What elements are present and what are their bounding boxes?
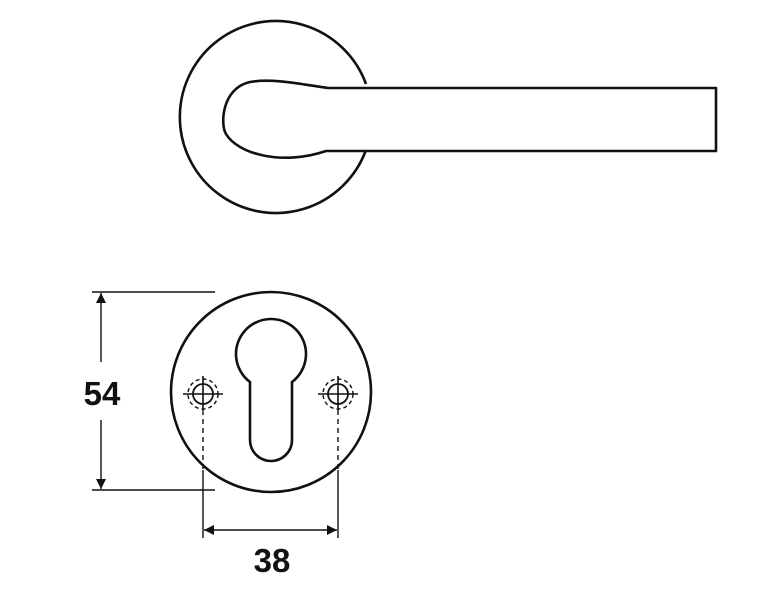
height-dimension	[92, 291, 215, 491]
lever-outline	[222, 79, 718, 159]
spacing-label: 38	[254, 542, 291, 579]
lever-handle-view	[178, 19, 718, 215]
cylinder-cutout	[234, 317, 308, 463]
height-label: 54	[84, 375, 121, 412]
screw-hole-left	[183, 376, 223, 410]
handle-rose-outline	[178, 19, 368, 215]
screw-centerlines	[202, 410, 339, 470]
spacing-dimension	[202, 470, 339, 538]
escutcheon-plate	[169, 290, 373, 494]
escutcheon-view	[169, 290, 373, 494]
screw-hole-right	[318, 376, 358, 410]
